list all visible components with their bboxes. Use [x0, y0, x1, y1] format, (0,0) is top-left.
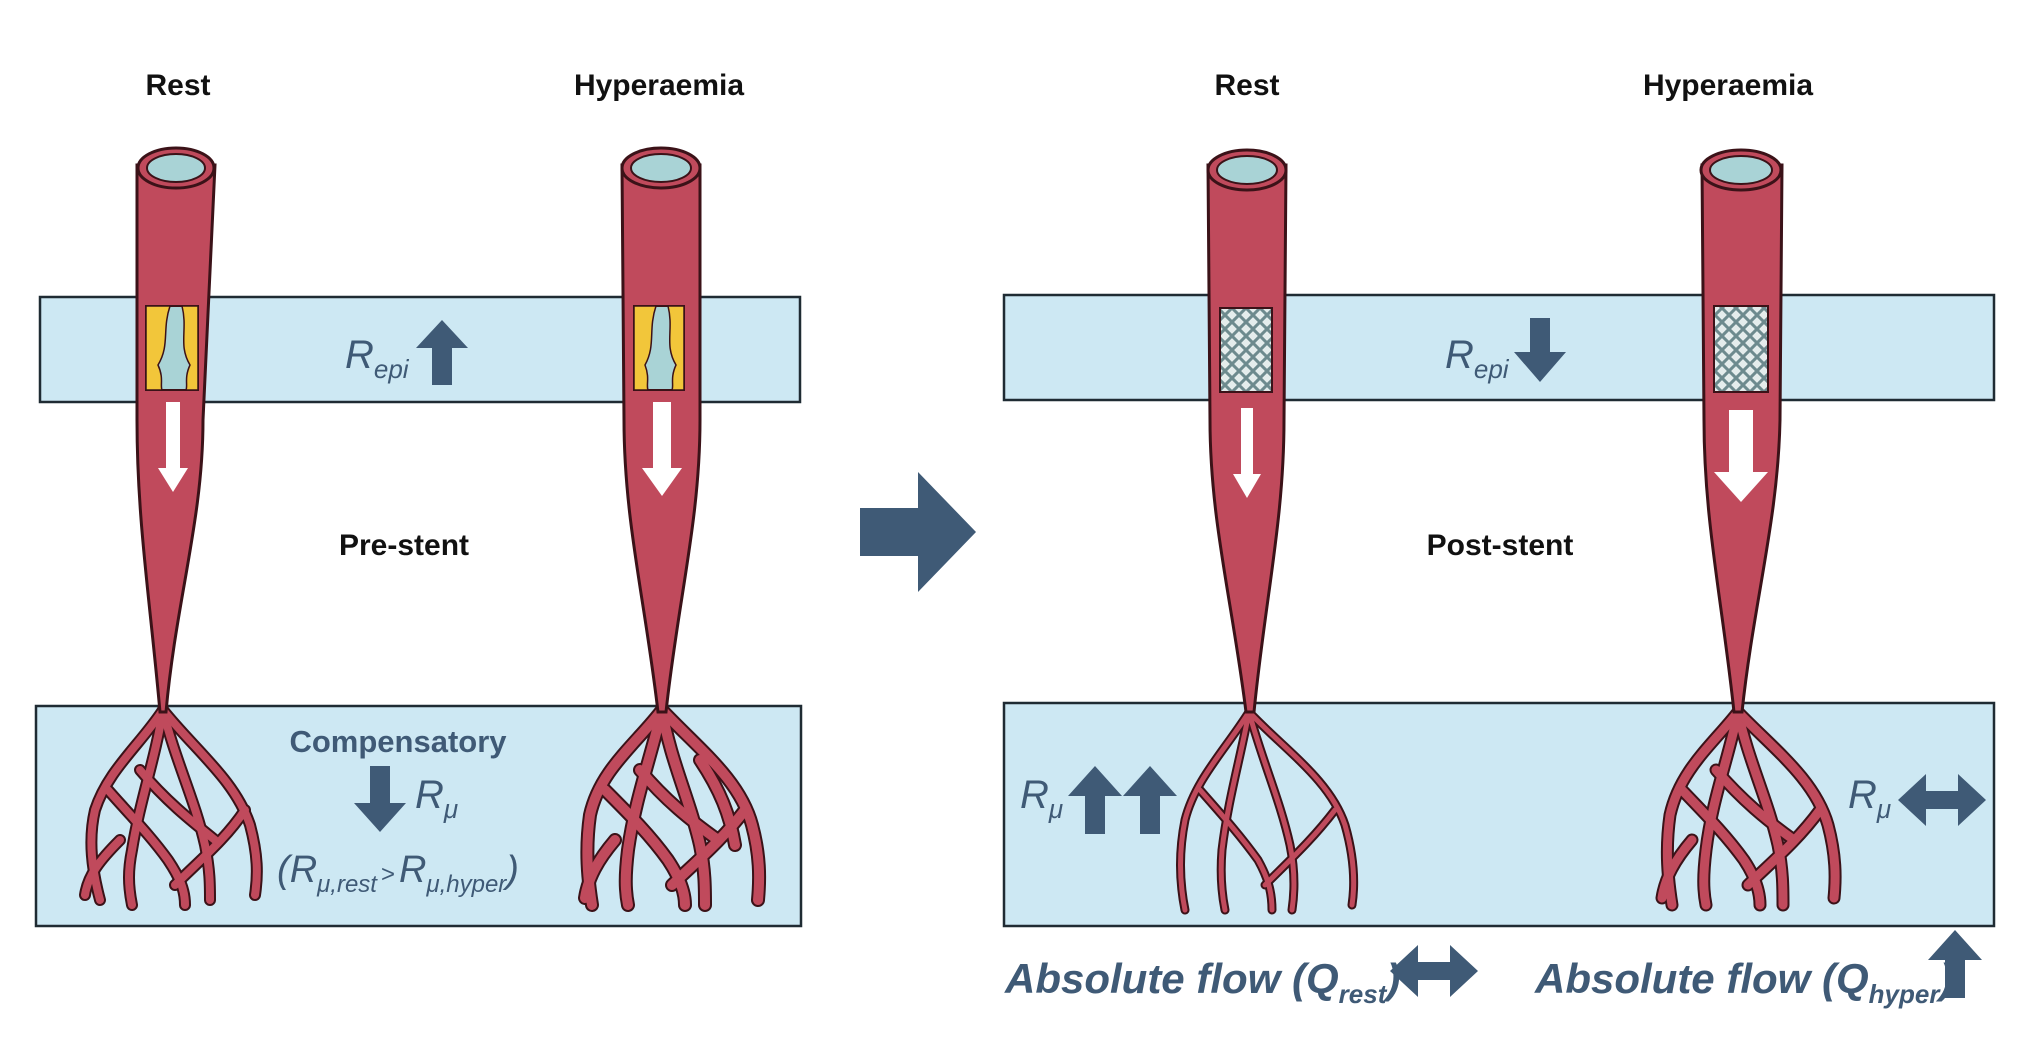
- left-rest-heading: Rest: [145, 69, 210, 102]
- left-rest-lumen: [146, 153, 206, 183]
- right-rest-microvessel-network: [1176, 707, 1359, 915]
- left-r-mu-label: Rμ: [415, 773, 458, 824]
- pre-stent-label: Pre-stent: [339, 529, 469, 562]
- left-hyper-flow-arrow: [642, 402, 682, 496]
- left-hyper-plaque: [633, 305, 685, 391]
- flow-hyper-up-arrow-icon: [1928, 930, 1982, 998]
- absolute-flow-hyper-label: Absolute flow (Qhyper): [1534, 955, 1953, 1009]
- right-panel: Rest Hyperaemia: [1002, 69, 1996, 1009]
- compensatory-label: Compensatory: [289, 724, 507, 759]
- left-r-epi-up-arrow-icon: [416, 320, 468, 385]
- right-rest-stent: [1219, 307, 1273, 393]
- right-r-epi-down-arrow-icon: [1514, 318, 1566, 382]
- left-hyperaemia-heading: Hyperaemia: [574, 69, 744, 102]
- absolute-flow-rest-label: Absolute flow (Qrest): [1004, 955, 1400, 1009]
- right-hyper-stent: [1713, 305, 1769, 393]
- left-r-mu-down-arrow-icon: [354, 766, 406, 832]
- left-hyper-microvessel-network: [578, 703, 767, 912]
- right-hyper-microvessel-network: [1655, 705, 1842, 912]
- left-rest-flow-arrow: [158, 402, 188, 492]
- right-r-mu-double-up-arrow-icon: [1068, 766, 1177, 834]
- right-rest-flow-arrow: [1233, 408, 1261, 498]
- right-arrow-icon: [860, 472, 976, 592]
- left-hyper-lumen: [630, 153, 692, 183]
- right-hyper-flow-arrow: [1714, 410, 1768, 502]
- left-r-epi-label: Repi: [345, 333, 410, 384]
- right-r-mu-hyper-label: Rμ: [1848, 773, 1891, 824]
- right-r-epi-label: Repi: [1445, 333, 1510, 384]
- right-rest-vessel: [1176, 148, 1359, 915]
- left-rest-plaque: [145, 305, 199, 391]
- right-hyperaemia-heading: Hyperaemia: [1643, 69, 1813, 102]
- flow-rest-left-right-arrow-icon: [1390, 945, 1478, 997]
- left-rest-vessel: [79, 146, 263, 911]
- right-rest-lumen: [1216, 155, 1278, 185]
- left-panel: Rest Hyperaemia: [34, 69, 803, 928]
- right-rest-heading: Rest: [1214, 69, 1279, 102]
- post-stent-label: Post-stent: [1427, 529, 1574, 562]
- right-hyper-vessel: [1655, 148, 1842, 912]
- right-hyper-lumen: [1709, 155, 1773, 185]
- right-epicardial-band: [1002, 293, 1996, 402]
- right-r-mu-left-right-arrow-icon: [1898, 774, 1986, 826]
- r-mu-inequality: (Rμ,rest>Rμ,hyper): [277, 849, 519, 898]
- right-r-mu-rest-label: Rμ: [1020, 773, 1063, 824]
- left-rest-microvessel-network: [79, 704, 263, 911]
- left-hyper-vessel: [578, 146, 767, 912]
